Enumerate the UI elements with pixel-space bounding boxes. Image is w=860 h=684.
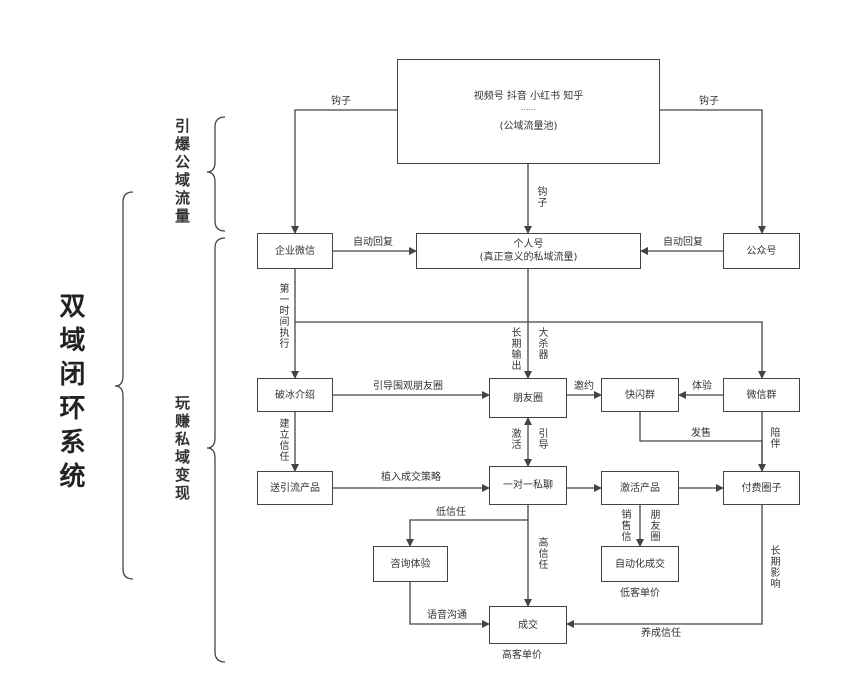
edge-pool-official: [660, 109, 766, 234]
node-activate-product: 激活产品: [601, 471, 679, 505]
label-high-trust: 高信任: [536, 537, 547, 570]
node-personal-account: 个人号 (真正意义的私域流量): [416, 233, 641, 269]
pool-dots: ......: [520, 103, 537, 113]
node-icebreak: 破冰介绍: [257, 378, 333, 412]
edge-paid-deal: [566, 505, 763, 628]
brace-main: [114, 191, 134, 580]
section-private-label: 玩赚私域变现: [173, 395, 191, 503]
node-lead-product: 送引流产品: [257, 471, 333, 505]
label-hook-right: 钩子: [699, 96, 719, 107]
node-paid-circle: 付费圈子: [723, 471, 800, 505]
label-long-term-output: 长期输出: [509, 327, 520, 371]
pool-platforms: 视频号 抖音 小红书 知乎: [473, 91, 584, 103]
brace-public: [206, 116, 226, 232]
personal-line2: (真正意义的私域流量): [479, 252, 578, 263]
node-auto-deal: 自动化成交: [601, 546, 679, 582]
label-experience: 体验: [692, 381, 712, 392]
node-official-account: 公众号: [723, 233, 800, 269]
label-guide-moments: 引导围观朋友圈: [373, 381, 443, 392]
edge-branch-wechatgroup: [295, 321, 766, 379]
label-big-weapon: 大杀器: [536, 327, 547, 360]
section-public-label: 引爆公域流量: [173, 118, 191, 226]
edge-consult-deal: [409, 582, 490, 628]
brace-private: [206, 237, 226, 663]
label-auto-reply-right: 自动回复: [663, 237, 703, 248]
label-build-trust: 建立信任: [277, 418, 288, 462]
edge-pool-wecom: [291, 109, 397, 234]
label-nurture-trust: 养成信任: [641, 628, 681, 639]
label-implant-strategy: 植入成交策略: [381, 472, 441, 483]
label-sales-letter: 销售信: [619, 509, 630, 542]
label-moments2: 朋友圈: [648, 509, 659, 542]
node-consult: 咨询体验: [373, 546, 448, 582]
node-moments: 朋友圈: [489, 378, 567, 418]
node-wechat-group: 微信群: [723, 378, 800, 412]
personal-line1: 个人号: [513, 239, 544, 250]
label-guide: 引导: [536, 428, 547, 450]
label-hook-mid: 钩子: [535, 186, 546, 208]
edge-flash-paid: [639, 412, 766, 472]
node-deal: 成交: [489, 606, 567, 644]
label-voice-chat: 语音沟通: [427, 610, 467, 621]
label-hook-left: 钩子: [331, 96, 351, 107]
node-wecom: 企业微信: [257, 233, 333, 269]
label-low-trust: 低信任: [436, 507, 466, 518]
label-high-price: 高客单价: [502, 650, 542, 661]
main-title: 双域闭环系统: [55, 292, 85, 496]
node-public-traffic-pool: 视频号 抖音 小红书 知乎 ...... (公域流量池): [397, 59, 660, 164]
pool-name: (公域流量池): [499, 120, 558, 132]
label-low-price: 低客单价: [620, 588, 660, 599]
label-release: 发售: [691, 428, 711, 439]
label-first-time: 第一时间执行: [277, 283, 288, 349]
label-activate: 激活: [509, 428, 520, 450]
label-long-term-influence: 长期影响: [768, 545, 779, 589]
node-flash-group: 快闪群: [601, 378, 679, 412]
label-accompany: 陪伴: [768, 427, 779, 449]
edge-oneonone-consult: [406, 519, 528, 547]
label-auto-reply-left: 自动回复: [353, 237, 393, 248]
label-invite: 邀约: [574, 381, 594, 392]
node-one-on-one: 一对一私聊: [489, 466, 567, 505]
